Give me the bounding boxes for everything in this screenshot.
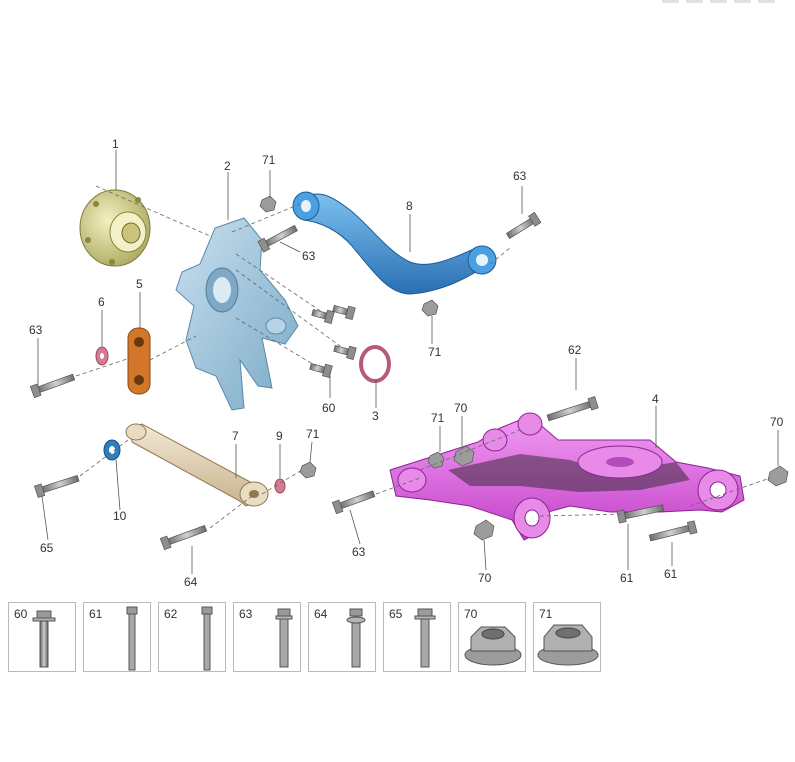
bolt-63-knuckle (257, 224, 298, 253)
steering-knuckle (175, 217, 299, 411)
washer-6 (95, 346, 109, 366)
legend-number: 60 (14, 607, 28, 621)
callout-60: 60 (322, 401, 336, 415)
callout-62: 62 (568, 343, 582, 357)
top-mark (758, 0, 775, 3)
top-mark (710, 0, 727, 3)
top-mark (734, 0, 751, 3)
wheel-hub (79, 189, 151, 267)
flange-bolt-icon (32, 610, 56, 668)
callout-9: 9 (276, 429, 283, 443)
legend-number: 70 (464, 607, 478, 621)
flange-nut-icon (537, 624, 599, 666)
eccentric-bolt-icon (346, 608, 366, 668)
bolt-62 (546, 396, 599, 422)
top-mark (662, 0, 679, 3)
callout-7: 7 (232, 429, 239, 443)
callout-61-b: 61 (664, 567, 678, 581)
callout-8: 8 (406, 199, 413, 213)
callout-6: 6 (98, 295, 105, 309)
callout-63-right: 63 (513, 169, 527, 183)
bolts (29, 211, 698, 551)
nut-71-top (259, 195, 277, 213)
nut-71-tierod (299, 461, 317, 479)
flange-bolt-icon (414, 608, 436, 668)
legend-item-60: 60 (8, 602, 76, 672)
nut-70-a (453, 445, 475, 467)
bolt-63-right (505, 211, 542, 240)
legend-item-61: 61 (83, 602, 151, 672)
callout-63-knuckle: 63 (302, 249, 316, 263)
assembly-axes (75, 185, 771, 529)
legend-item-62: 62 (158, 602, 226, 672)
nut-71-lower (427, 451, 445, 469)
callout-70-b: 70 (478, 571, 492, 585)
legend-item-63: 63 (233, 602, 301, 672)
callout-71-tierod: 71 (306, 427, 320, 441)
callout-63-left: 63 (29, 323, 43, 337)
callout-2: 2 (224, 159, 231, 173)
callouts: 1 2 71 8 63 63 5 6 63 71 62 4 60 3 71 70… (29, 137, 784, 589)
upper-control-arm (292, 191, 497, 295)
callout-10: 10 (113, 509, 127, 523)
callout-3: 3 (372, 409, 379, 423)
bolt-65 (33, 474, 80, 499)
washer-9 (274, 478, 286, 494)
bolt-63-left (29, 373, 76, 399)
legend-number: 71 (539, 607, 553, 621)
flange-nut-icon (464, 626, 522, 666)
callout-5: 5 (136, 277, 143, 291)
callout-70-a: 70 (454, 401, 468, 415)
bolt-63-lower (331, 490, 376, 515)
long-bolt-icon (126, 606, 138, 671)
callout-63-lower: 63 (352, 545, 366, 559)
legend-number: 61 (89, 607, 103, 621)
flange-bolt-icon (275, 608, 293, 668)
nut-70-c (767, 465, 789, 487)
legend-item-70: 70 (458, 602, 526, 672)
nut-70-b (473, 519, 495, 541)
legend-item-64: 64 (308, 602, 376, 672)
washer-10 (103, 439, 121, 461)
toe-link (127, 327, 151, 395)
top-mark (686, 0, 703, 3)
bolt-60-a (311, 309, 335, 325)
legend-number: 64 (314, 607, 328, 621)
legend-item-71: 71 (533, 602, 601, 672)
legend-number: 65 (389, 607, 403, 621)
bolt-60-d (309, 363, 333, 379)
long-bolt-icon (201, 606, 213, 671)
callout-71-lower: 71 (431, 411, 445, 425)
callout-1: 1 (112, 137, 119, 151)
callout-70-c: 70 (770, 415, 784, 429)
callout-71-upper: 71 (428, 345, 442, 359)
legend-number: 63 (239, 607, 253, 621)
callout-64: 64 (184, 575, 198, 589)
callout-65: 65 (40, 541, 54, 555)
tie-rod (125, 423, 269, 507)
bolt-64 (159, 525, 208, 551)
bolt-61-b (648, 520, 698, 542)
legend-item-65: 65 (383, 602, 451, 672)
legend-number: 62 (164, 607, 178, 621)
bolt-61-a (616, 504, 665, 524)
callout-71-top: 71 (262, 153, 276, 167)
nut-71-upper (421, 299, 439, 317)
seal-ring (359, 345, 391, 383)
callout-4: 4 (652, 392, 659, 406)
bolt-60-c (333, 345, 357, 361)
leader-lines (37, 150, 779, 574)
callout-61-a: 61 (620, 571, 634, 585)
lower-control-arm (389, 412, 745, 541)
bolt-60-b (332, 305, 356, 321)
nuts (259, 195, 789, 541)
